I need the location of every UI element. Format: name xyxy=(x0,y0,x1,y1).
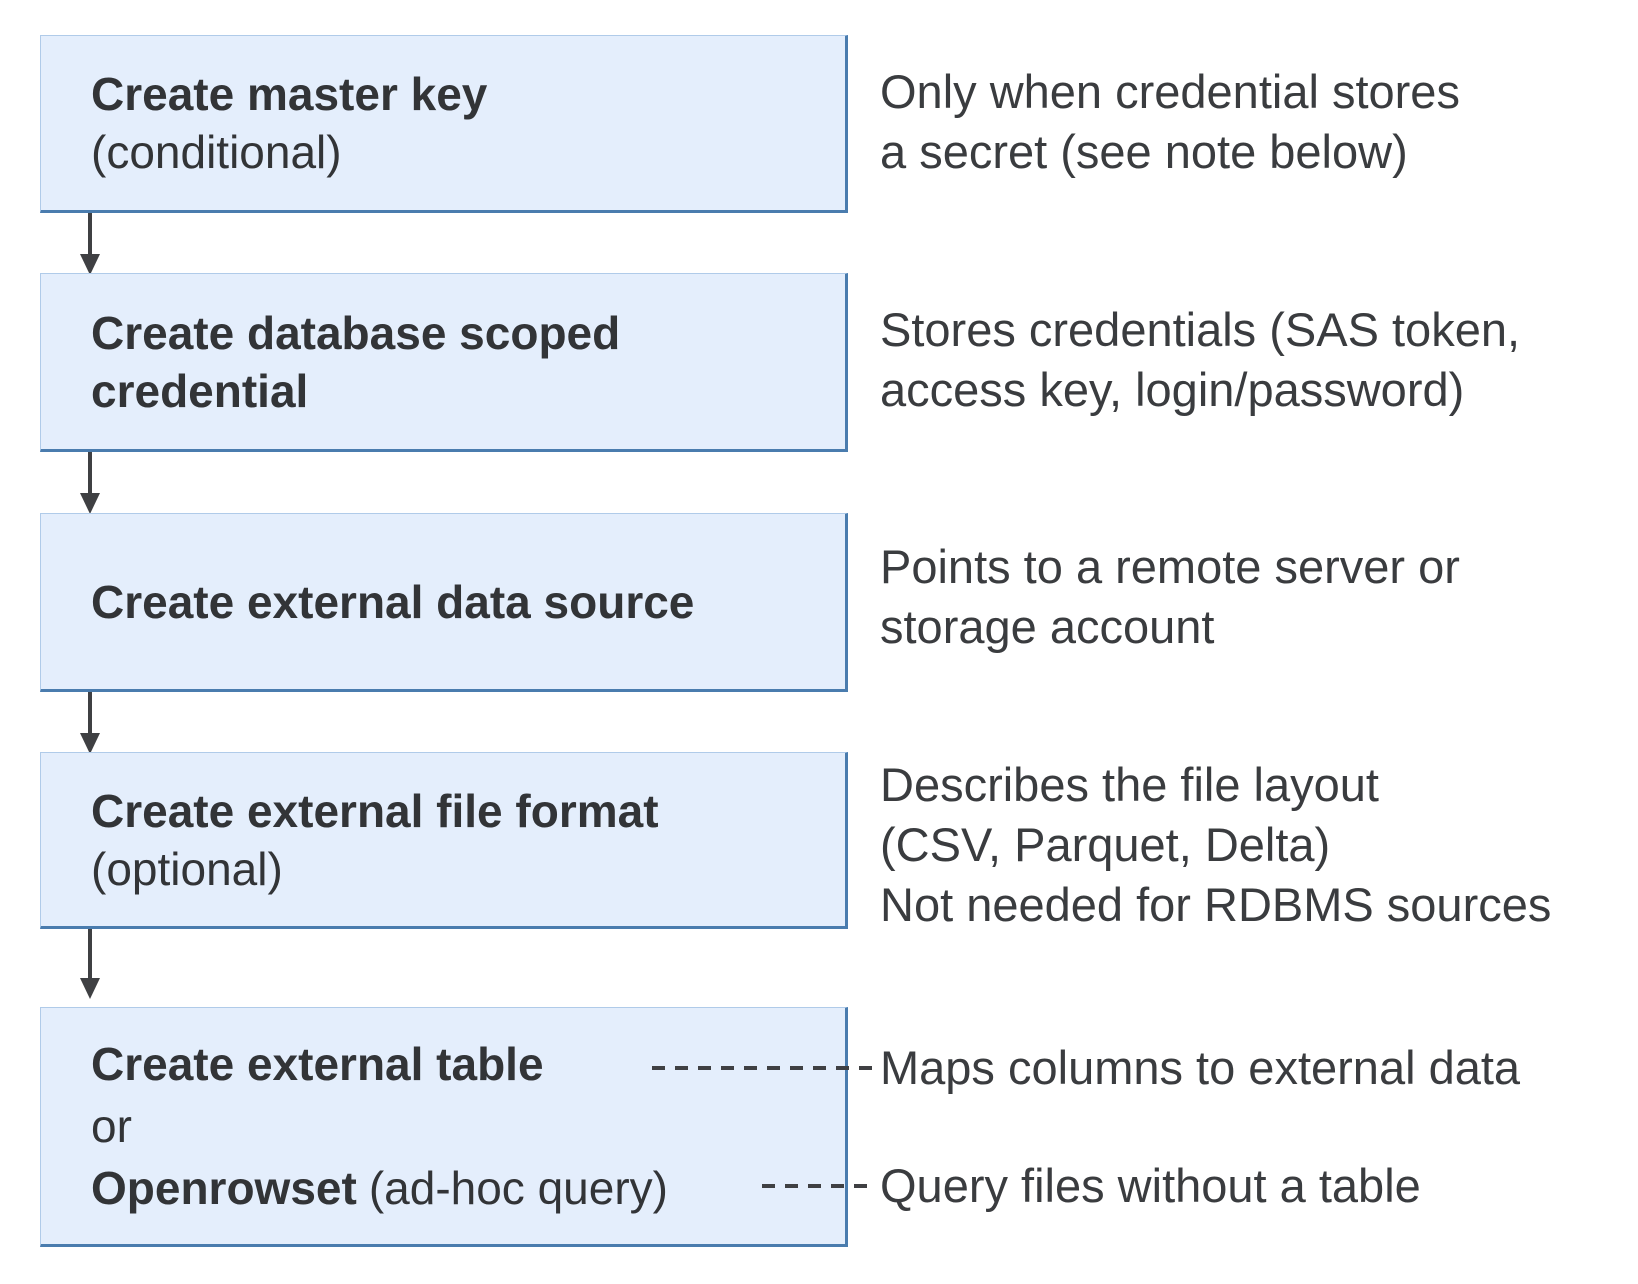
note-text: (CSV, Parquet, Delta) xyxy=(880,818,1331,871)
flow-box-title: credential xyxy=(91,364,309,417)
flow-box-or-label: or xyxy=(91,1100,132,1152)
flow-box-title: Create external table xyxy=(91,1038,544,1090)
openrowset-label: Openrowset xyxy=(91,1162,357,1214)
dashed-connector xyxy=(652,1064,874,1072)
note-text: Not needed for RDBMS sources xyxy=(880,878,1552,931)
down-arrow-icon xyxy=(77,213,103,276)
note-text: Describes the file layout xyxy=(880,758,1379,811)
down-arrow-icon xyxy=(77,452,103,515)
note-external-table: Maps columns to external data xyxy=(880,1038,1630,1098)
note-text: a secret (see note below) xyxy=(880,125,1408,178)
note-text: Stores credentials (SAS token, xyxy=(880,303,1521,356)
flow-box-master-key: Create master key (conditional) xyxy=(40,35,848,213)
note-openrowset: Query files without a table xyxy=(880,1156,1630,1216)
flow-box-openrowset-line: Openrowset(ad-hoc query) xyxy=(91,1157,845,1219)
note-text: storage account xyxy=(880,600,1215,653)
note-data-source: Points to a remote server or storage acc… xyxy=(880,537,1630,657)
note-text: Maps columns to external data xyxy=(880,1041,1521,1094)
flow-box-scoped-credential: Create database scoped credential xyxy=(40,273,848,452)
down-arrow-icon xyxy=(77,692,103,755)
note-master-key: Only when credential stores a secret (se… xyxy=(880,62,1630,182)
adhoc-query-label: (ad-hoc query) xyxy=(368,1162,668,1214)
flow-box-data-source: Create external data source xyxy=(40,513,848,692)
dashed-connector xyxy=(762,1182,874,1190)
flow-box-subtitle: (conditional) xyxy=(91,126,342,178)
note-text: access key, login/password) xyxy=(880,363,1465,416)
flow-box-file-format: Create external file format (optional) xyxy=(40,752,848,929)
down-arrow-icon xyxy=(77,929,103,1000)
note-file-format: Describes the file layout (CSV, Parquet,… xyxy=(880,755,1630,935)
note-text: Only when credential stores xyxy=(880,65,1460,118)
note-scoped-credential: Stores credentials (SAS token, access ke… xyxy=(880,300,1630,420)
flow-box-title: Create database scoped xyxy=(91,306,621,359)
note-text: Query files without a table xyxy=(880,1159,1421,1212)
note-text: Points to a remote server or xyxy=(880,540,1460,593)
flow-box-subtitle: (optional) xyxy=(91,842,283,895)
flow-box-external-table: Create external table or Openrowset(ad-h… xyxy=(40,1007,848,1247)
flow-box-title: Create master key xyxy=(91,68,488,120)
flow-box-title: Create external data source xyxy=(91,575,695,628)
flow-box-title: Create external file format xyxy=(91,784,659,837)
